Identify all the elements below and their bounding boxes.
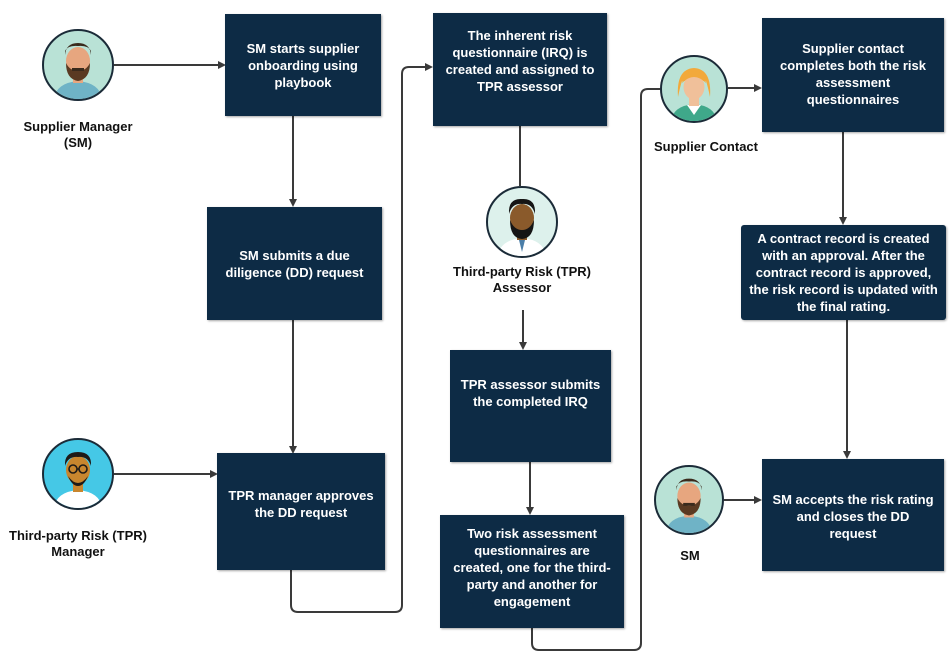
step-complete-questionnaires: Supplier contact completes both the risk… [762,18,944,132]
arrow-approve-to-irq [290,63,433,613]
arrow-two-to-contact [531,88,660,651]
step-contract-record: A contract record is created with an app… [741,225,946,320]
step-accept-rating: SM accepts the risk rating and closes th… [762,459,944,571]
person-woman-icon [660,55,728,123]
actor-label-supplier-contact: Supplier Contact [653,139,758,154]
person-assessor-icon [486,186,558,258]
person-glasses-icon [42,438,114,510]
person-beard-icon [42,29,114,101]
actor-label-sm: SM [680,548,700,563]
actor-label-tpr-manager: Third-party Risk (TPR) Manager [9,528,147,559]
actor-label-supplier-manager: Supplier Manager (SM) [23,119,133,150]
step-start-onboarding: SM starts supplier onboarding using play… [225,14,381,116]
person-beard-icon [654,465,724,535]
step-irq-created: The inherent risk questionnaire (IRQ) is… [433,13,607,126]
step-two-questionnaires: Two risk assessment questionnaires are c… [440,515,624,628]
actor-label-tpr-assessor: Third-party Risk (TPR) Assessor [453,264,591,295]
step-approve-dd: TPR manager approves the DD request [217,453,385,570]
step-submit-dd-request: SM submits a due diligence (DD) request [207,207,382,320]
step-submit-irq: TPR assessor submits the completed IRQ [450,350,611,462]
